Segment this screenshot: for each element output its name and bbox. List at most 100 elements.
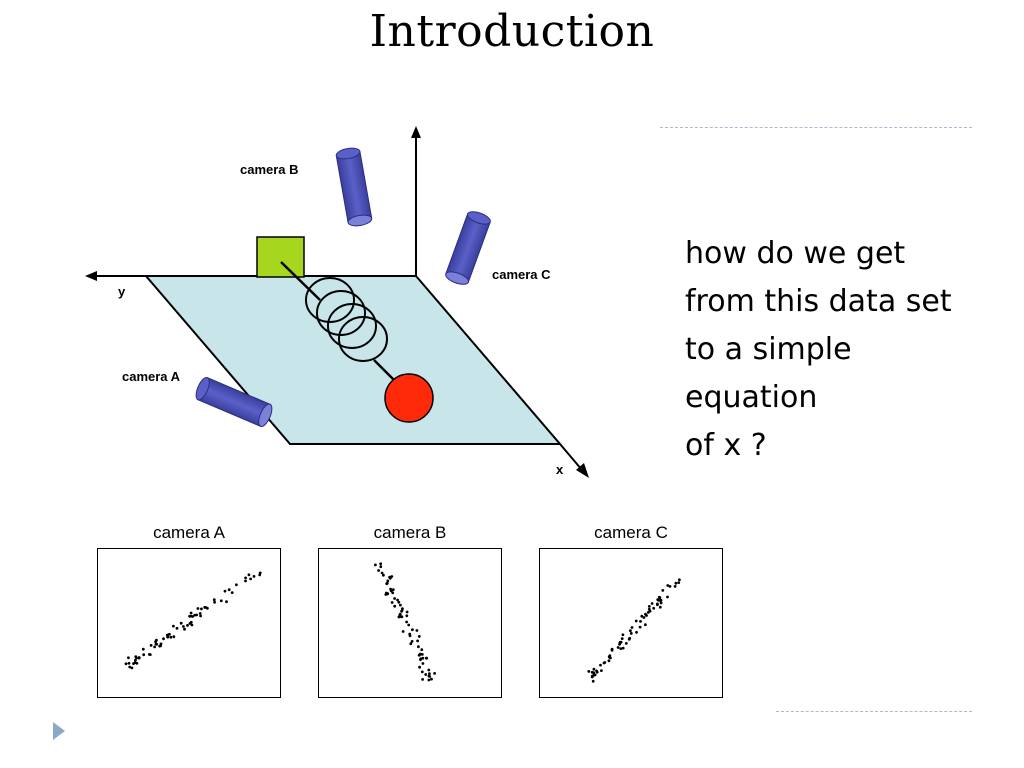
scatter-point xyxy=(639,620,642,623)
scatter-point xyxy=(141,647,145,651)
scatter-point xyxy=(678,578,681,582)
plot-b-title: camera B xyxy=(373,523,447,542)
scatter-point xyxy=(658,599,662,602)
scatter-point xyxy=(647,605,651,608)
scatter-point xyxy=(648,609,652,613)
scatter-point xyxy=(428,675,432,678)
bottom-divider xyxy=(776,711,972,712)
scatter-point xyxy=(142,653,146,657)
scatter-point xyxy=(203,606,207,609)
scatter-point xyxy=(425,656,428,660)
scatter-point xyxy=(244,579,247,583)
scatter-point xyxy=(420,653,424,656)
scatter-point xyxy=(393,597,396,600)
camera-a-label: camera A xyxy=(122,369,181,384)
scatter-point xyxy=(223,589,227,593)
scatter-point xyxy=(389,589,393,593)
scatter-point xyxy=(620,637,624,640)
top-divider xyxy=(660,127,972,128)
scatter-point xyxy=(634,619,638,623)
scatter-point xyxy=(624,642,628,645)
scatter-point xyxy=(421,662,425,665)
scatter-point xyxy=(149,644,153,647)
scatter-point xyxy=(191,615,194,618)
scatter-point xyxy=(419,658,422,661)
plot-b-points xyxy=(374,562,436,682)
scatter-point xyxy=(661,589,665,592)
x-axis xyxy=(559,443,583,471)
scatter-point xyxy=(213,600,216,604)
scatter-point xyxy=(401,630,405,633)
scatter-point xyxy=(382,573,385,577)
scatter-point xyxy=(428,672,431,676)
scatter-point xyxy=(179,621,183,625)
triangle-right-icon[interactable] xyxy=(51,720,67,742)
plot-c xyxy=(539,548,723,698)
question-line: equation xyxy=(685,380,818,415)
scatter-point xyxy=(393,604,397,608)
scatter-point xyxy=(600,669,603,672)
scatter-point xyxy=(609,656,612,660)
scatter-point xyxy=(405,614,409,618)
scatter-point xyxy=(587,670,591,673)
scatter-point xyxy=(188,614,191,618)
scatter-point xyxy=(591,679,595,683)
scatter-point xyxy=(134,658,137,662)
scatter-point xyxy=(590,675,594,679)
scatter-point xyxy=(137,656,141,659)
scatter-point xyxy=(659,601,663,605)
scatter-point xyxy=(379,565,383,569)
scatter-point xyxy=(189,611,193,615)
scatter-point xyxy=(424,673,428,676)
scatter-point xyxy=(627,637,631,641)
scatter-point xyxy=(592,673,596,677)
scatter-point xyxy=(409,642,413,646)
camera-c-label: camera C xyxy=(492,267,551,282)
scatter-point xyxy=(128,665,132,669)
scatter-point xyxy=(385,581,389,585)
scatter-point xyxy=(400,609,403,613)
scatter-point xyxy=(155,642,159,646)
scatter-point xyxy=(198,612,202,615)
scatter-point xyxy=(377,569,380,572)
x-axis-label: x xyxy=(556,462,564,477)
plot-a-title: camera A xyxy=(153,523,225,542)
scatter-point xyxy=(374,563,377,567)
scatter-point xyxy=(407,623,411,627)
scatter-point xyxy=(645,614,648,617)
scatter-point xyxy=(230,591,234,594)
scatter-point xyxy=(159,644,162,648)
scatter-point xyxy=(657,595,661,599)
scatter-point xyxy=(247,573,251,577)
question-line: from this data set xyxy=(685,284,952,319)
scatter-point xyxy=(666,584,670,587)
plot-b xyxy=(318,548,502,698)
scatter-point xyxy=(391,588,395,591)
scatter-point xyxy=(390,575,394,578)
scatter-point xyxy=(199,614,202,618)
scatter-point xyxy=(629,629,632,633)
scatter-point xyxy=(668,585,672,588)
plot-c-title: camera C xyxy=(594,523,668,542)
scatter-point xyxy=(124,662,128,666)
scatter-point xyxy=(252,575,256,578)
scatter-point xyxy=(642,616,646,619)
scatter-point xyxy=(127,661,131,665)
scatter-point xyxy=(219,599,223,603)
scatter-point xyxy=(153,645,156,649)
scatter-point xyxy=(416,639,419,643)
scatter-point xyxy=(127,656,130,660)
scatter-point xyxy=(405,620,408,624)
scatter-point xyxy=(433,672,436,675)
scatter-point xyxy=(397,615,401,619)
scatter-point xyxy=(398,612,402,616)
slide-title: Introduction xyxy=(369,6,655,57)
scatter-point xyxy=(405,610,409,614)
spring-anchor-block xyxy=(256,236,305,278)
scatter-point xyxy=(421,656,425,660)
scatter-point xyxy=(603,661,607,664)
camera-b-icon xyxy=(335,147,373,227)
scatter-point xyxy=(630,626,634,629)
scatter-point xyxy=(390,601,394,604)
